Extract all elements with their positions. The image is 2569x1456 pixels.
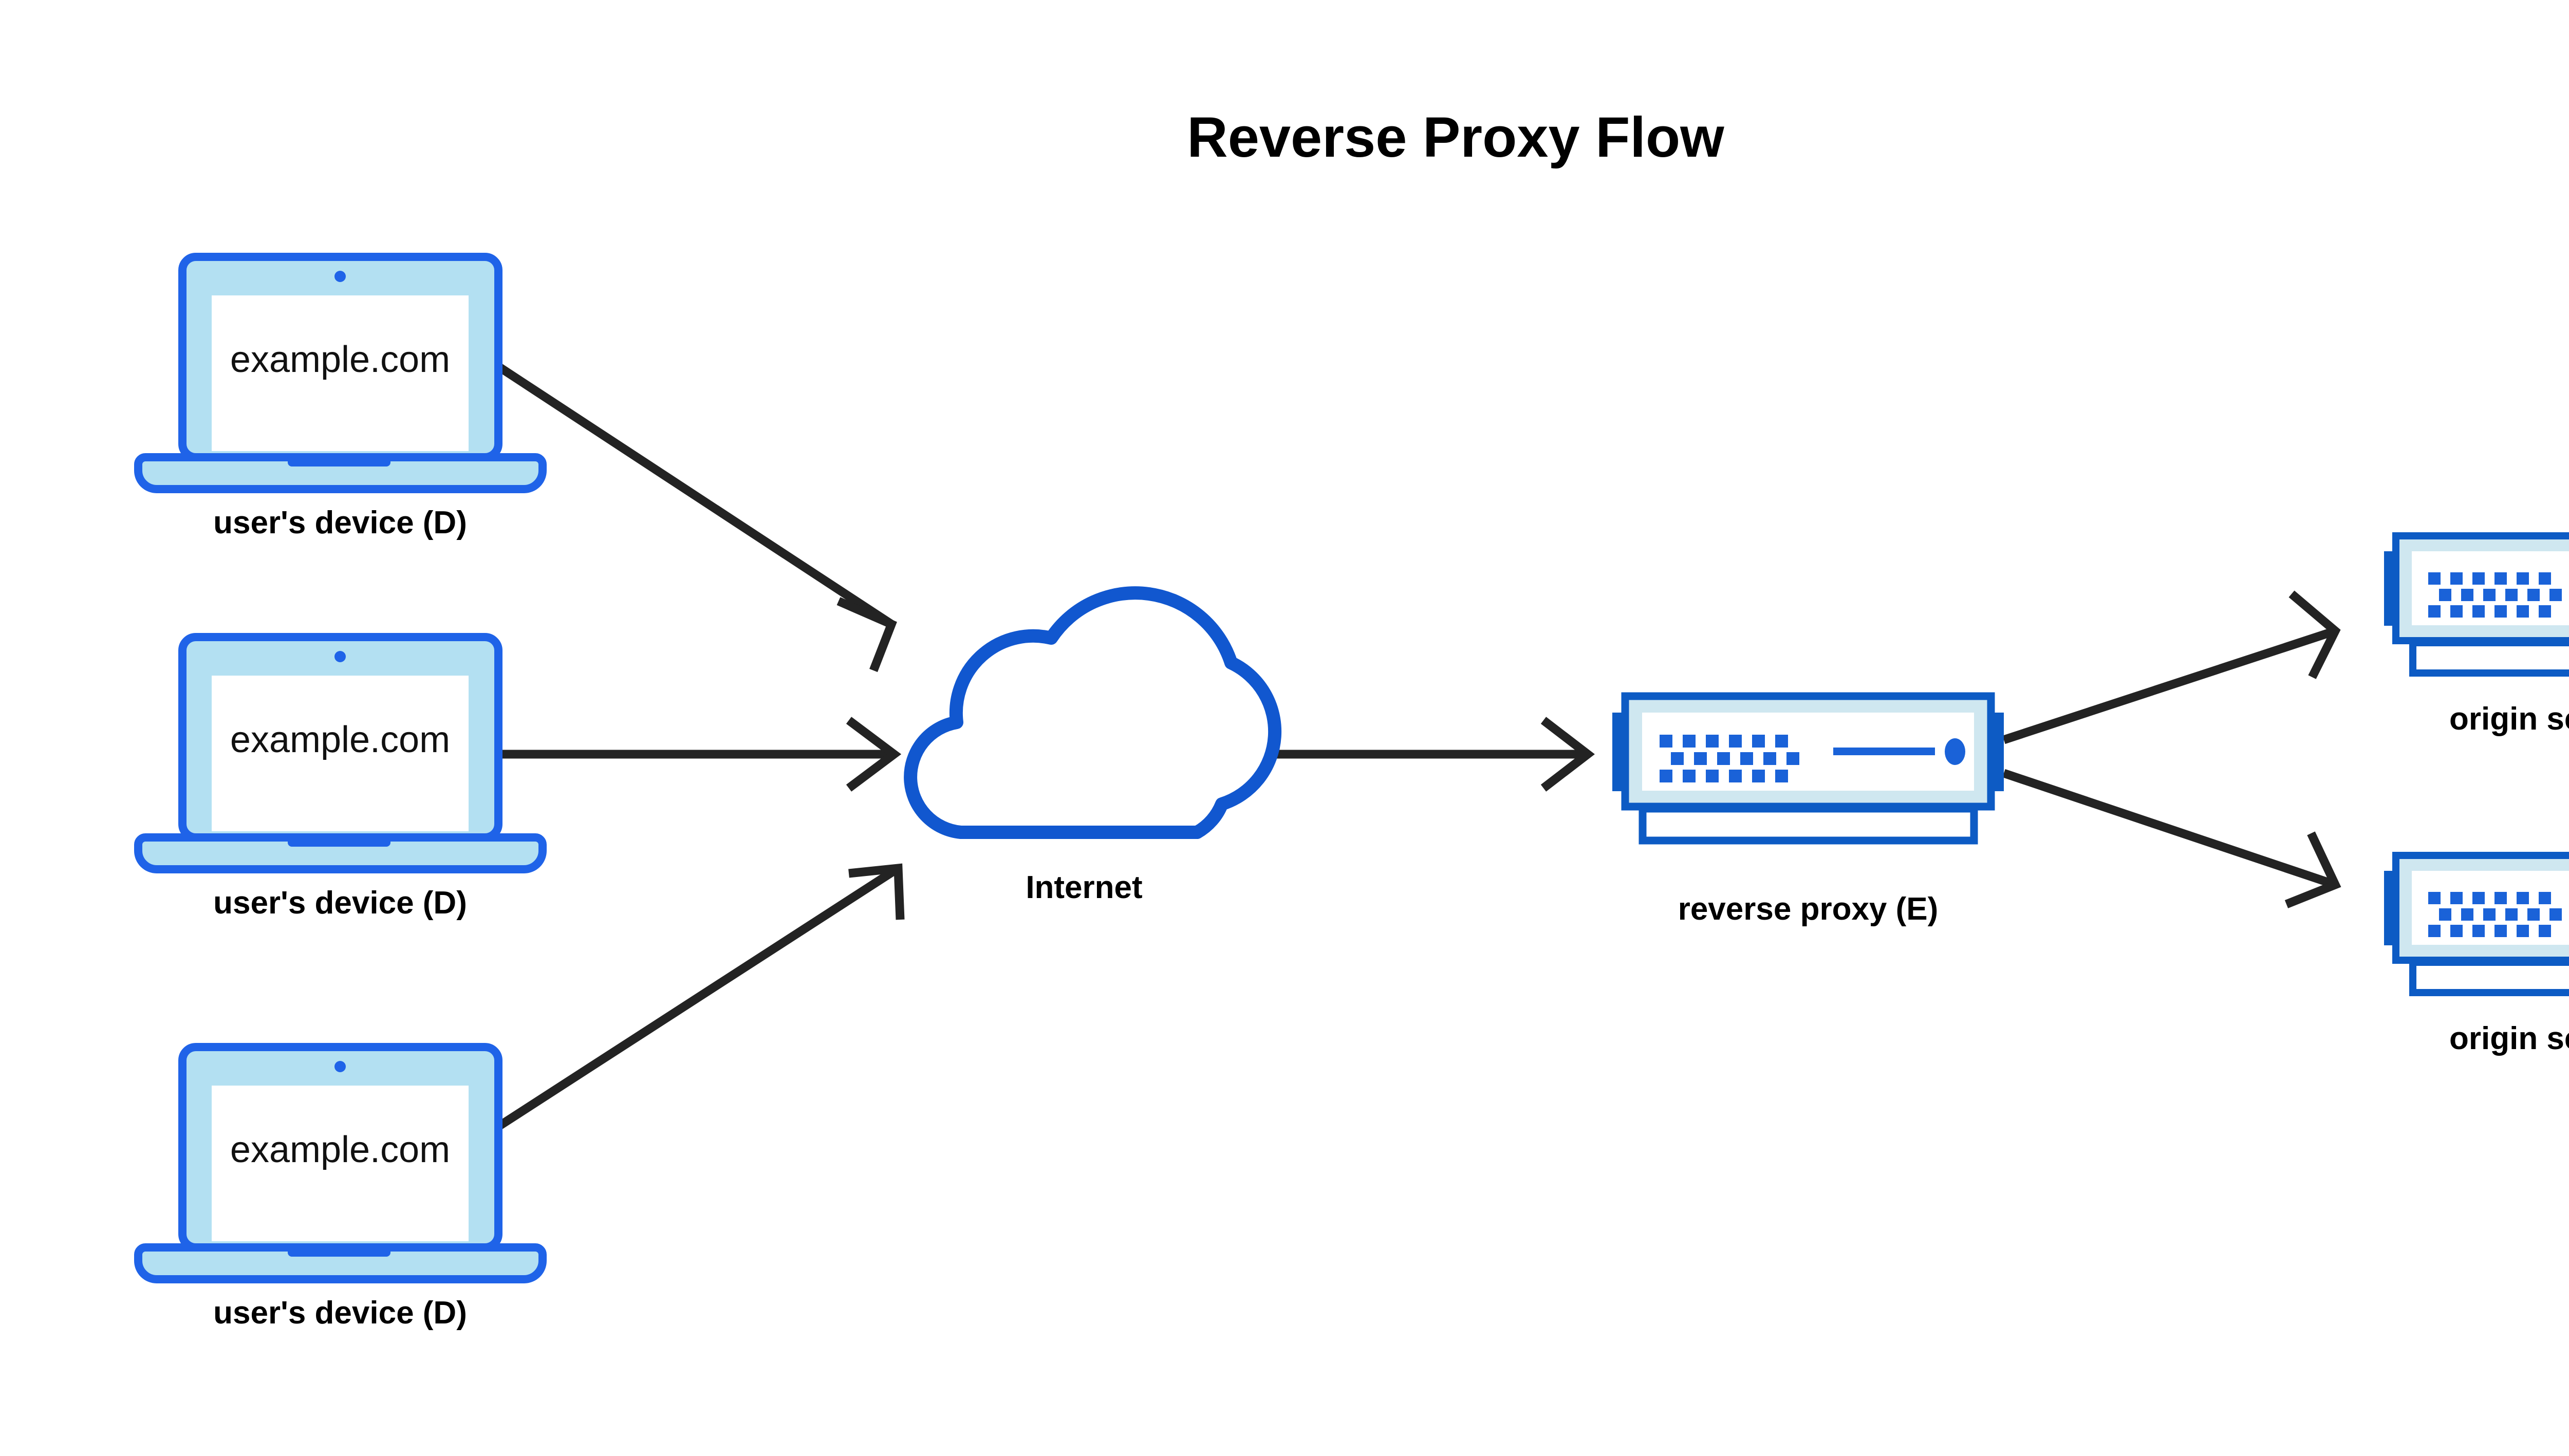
camera-dot-icon	[334, 271, 346, 282]
node-client-2[interactable]: example.com user's device (D)	[134, 633, 547, 921]
origin-label: origin server (F)	[2449, 701, 2569, 737]
server-icon	[2384, 852, 2569, 996]
client-label: user's device (D)	[213, 885, 467, 921]
client-screen-text: example.com	[230, 1129, 450, 1170]
edge-internet-proxy	[1231, 717, 1595, 792]
internet-label: Internet	[1026, 870, 1142, 905]
camera-dot-icon	[334, 651, 346, 662]
camera-dot-icon	[334, 1061, 346, 1072]
node-origin-2[interactable]: origin server (F)	[2384, 852, 2569, 1056]
laptop-icon	[134, 633, 547, 873]
edge-client3-internet	[495, 863, 905, 1131]
node-reverse-proxy[interactable]: reverse proxy (E)	[1612, 692, 2004, 927]
server-icon	[2384, 532, 2569, 677]
edge-client1-internet	[495, 362, 897, 673]
server-icon	[1612, 692, 2004, 845]
node-internet[interactable]: Internet	[904, 586, 1282, 905]
client-label: user's device (D)	[213, 1295, 467, 1331]
edge-client2-internet	[497, 717, 902, 792]
page-title: Reverse Proxy Flow	[1187, 106, 1724, 169]
edges-layer	[495, 362, 2341, 1131]
client-screen-text: example.com	[230, 719, 450, 760]
node-origin-1[interactable]: origin server (F)	[2384, 532, 2569, 737]
node-client-3[interactable]: example.com user's device (D)	[134, 1043, 547, 1331]
origin-label: origin server (F)	[2449, 1021, 2569, 1056]
laptop-icon	[134, 253, 547, 493]
client-label: user's device (D)	[213, 505, 467, 540]
proxy-label: reverse proxy (E)	[1678, 891, 1939, 927]
node-client-1[interactable]: example.com user's device (D)	[134, 253, 547, 540]
edge-proxy-origin1	[2002, 590, 2341, 744]
laptop-icon	[134, 1043, 547, 1283]
client-screen-text: example.com	[230, 339, 450, 380]
edge-proxy-origin2	[2002, 769, 2341, 908]
cloud-icon	[904, 586, 1282, 839]
